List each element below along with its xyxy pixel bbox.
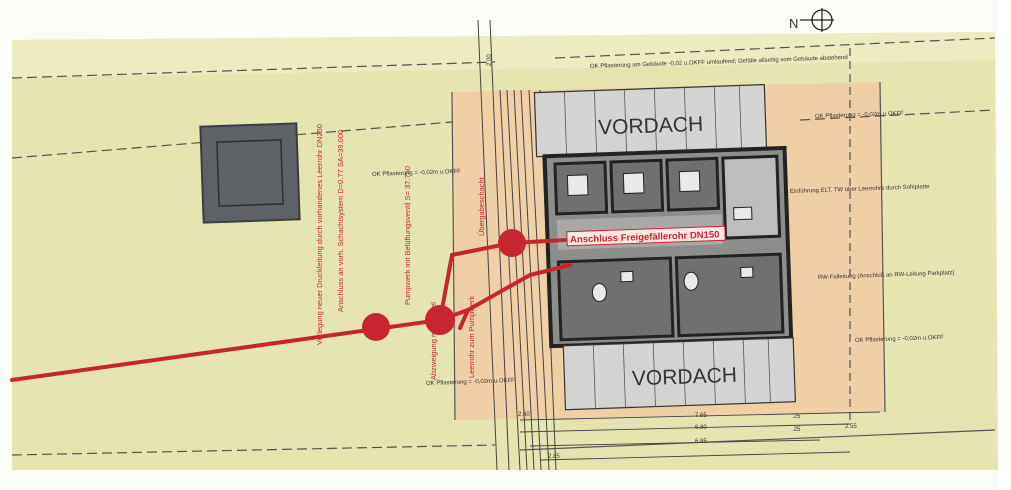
paving-right-bottom-note: OK Pflasterung = -0,02m u.OKFF — [855, 335, 944, 344]
canopy-bottom — [562, 337, 796, 411]
branch-label: Abzweigung mit Deckel — [429, 302, 438, 380]
canopy-bottom-label: VORDACH — [632, 364, 738, 391]
empty-pipe-label: Leerrohr zum Pumpwerk — [467, 296, 476, 378]
dim-7: .25 — [792, 414, 801, 420]
pipe-label: Anschluss Freigefällerohr DN150 — [566, 225, 726, 247]
transfer-shaft-label: Übergabeschacht — [477, 176, 486, 236]
boundary-lines — [11, 37, 996, 456]
pump-manhole — [425, 305, 455, 335]
right-margin — [998, 0, 1011, 490]
dim-1: 7.65 — [695, 413, 707, 419]
pipe-label-text: Anschluss Freigefällerohr DN150 — [570, 229, 720, 245]
transfer-shaft-manhole — [498, 229, 526, 257]
dim-3: 6.85 — [695, 439, 707, 445]
existing-shaft-inner — [216, 139, 284, 207]
connection-label: Anschluss an vorh. Schachtsystem D=0.77 … — [336, 130, 345, 312]
dim-5: 2.55 — [845, 424, 857, 430]
dim-2: 6.80 — [695, 425, 707, 431]
dim-6: 2.60 — [518, 412, 530, 418]
canopy-top-label: VORDACH — [598, 113, 704, 140]
dim-8: .25 — [792, 427, 801, 433]
service-entry-note: Einführung ELT, TW über Leerrohre durch … — [790, 184, 930, 195]
dim-4: 2.85 — [548, 454, 560, 460]
dim-top: 2.00 — [487, 54, 493, 66]
existing-shaft — [199, 122, 301, 224]
paving-bottom-note: OK Pflasterung = -0,02m u.OKFF — [426, 378, 515, 387]
north-label: N — [789, 16, 798, 31]
pressure-line-label: Verlegung neuer Druckleitung durch vorha… — [315, 124, 324, 345]
building: VORDACH VORDACH — [533, 83, 796, 411]
dimension-texts: 2.00 7.65 6.80 6.85 2.85 2.55 2.60 .25 .… — [487, 54, 857, 460]
dimension-lines — [519, 411, 881, 461]
paving-left-note: OK Pflasterung = -0,02m u.OKFF — [372, 169, 461, 178]
top-strip — [12, 32, 995, 78]
pump-label: Pumpwerk mit Belüftungsventil S= 37.750 — [403, 166, 412, 305]
red-labels: Verlegung neuer Druckleitung durch vorha… — [315, 124, 486, 380]
paving-right-top-note: OK Pflasterung = -0,02m u.OKFF — [815, 111, 904, 120]
rain-drain-note: RW-Falleitung (Anschluß an RW-Leitung Pa… — [818, 270, 955, 281]
north-arrow: N — [789, 8, 834, 32]
connection-manhole — [362, 313, 390, 341]
